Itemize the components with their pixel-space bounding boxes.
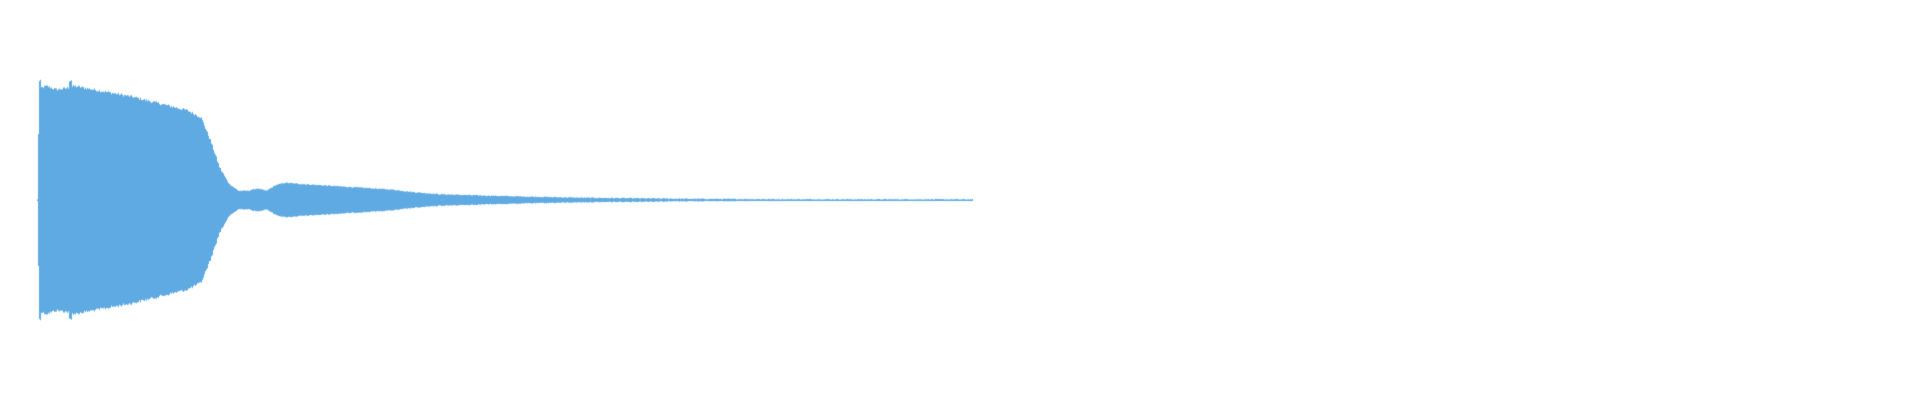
audio-waveform[interactable] [0,0,1920,400]
